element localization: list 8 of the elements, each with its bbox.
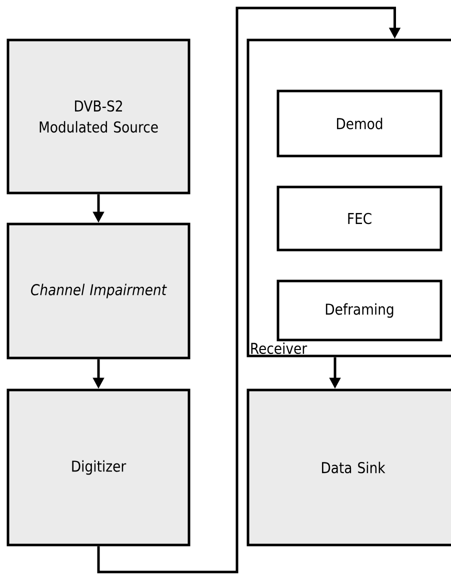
process-box: Demod xyxy=(276,90,442,158)
process-box: FEC xyxy=(276,186,442,252)
arrow xyxy=(97,6,401,574)
process-box: Deframing xyxy=(276,280,442,342)
process-box: Digitizer xyxy=(6,388,190,546)
process-box: DVB-S2 Modulated Source xyxy=(6,38,190,194)
process-box: Data Sink xyxy=(246,388,451,546)
process-box: Channel Impairment xyxy=(6,222,190,360)
